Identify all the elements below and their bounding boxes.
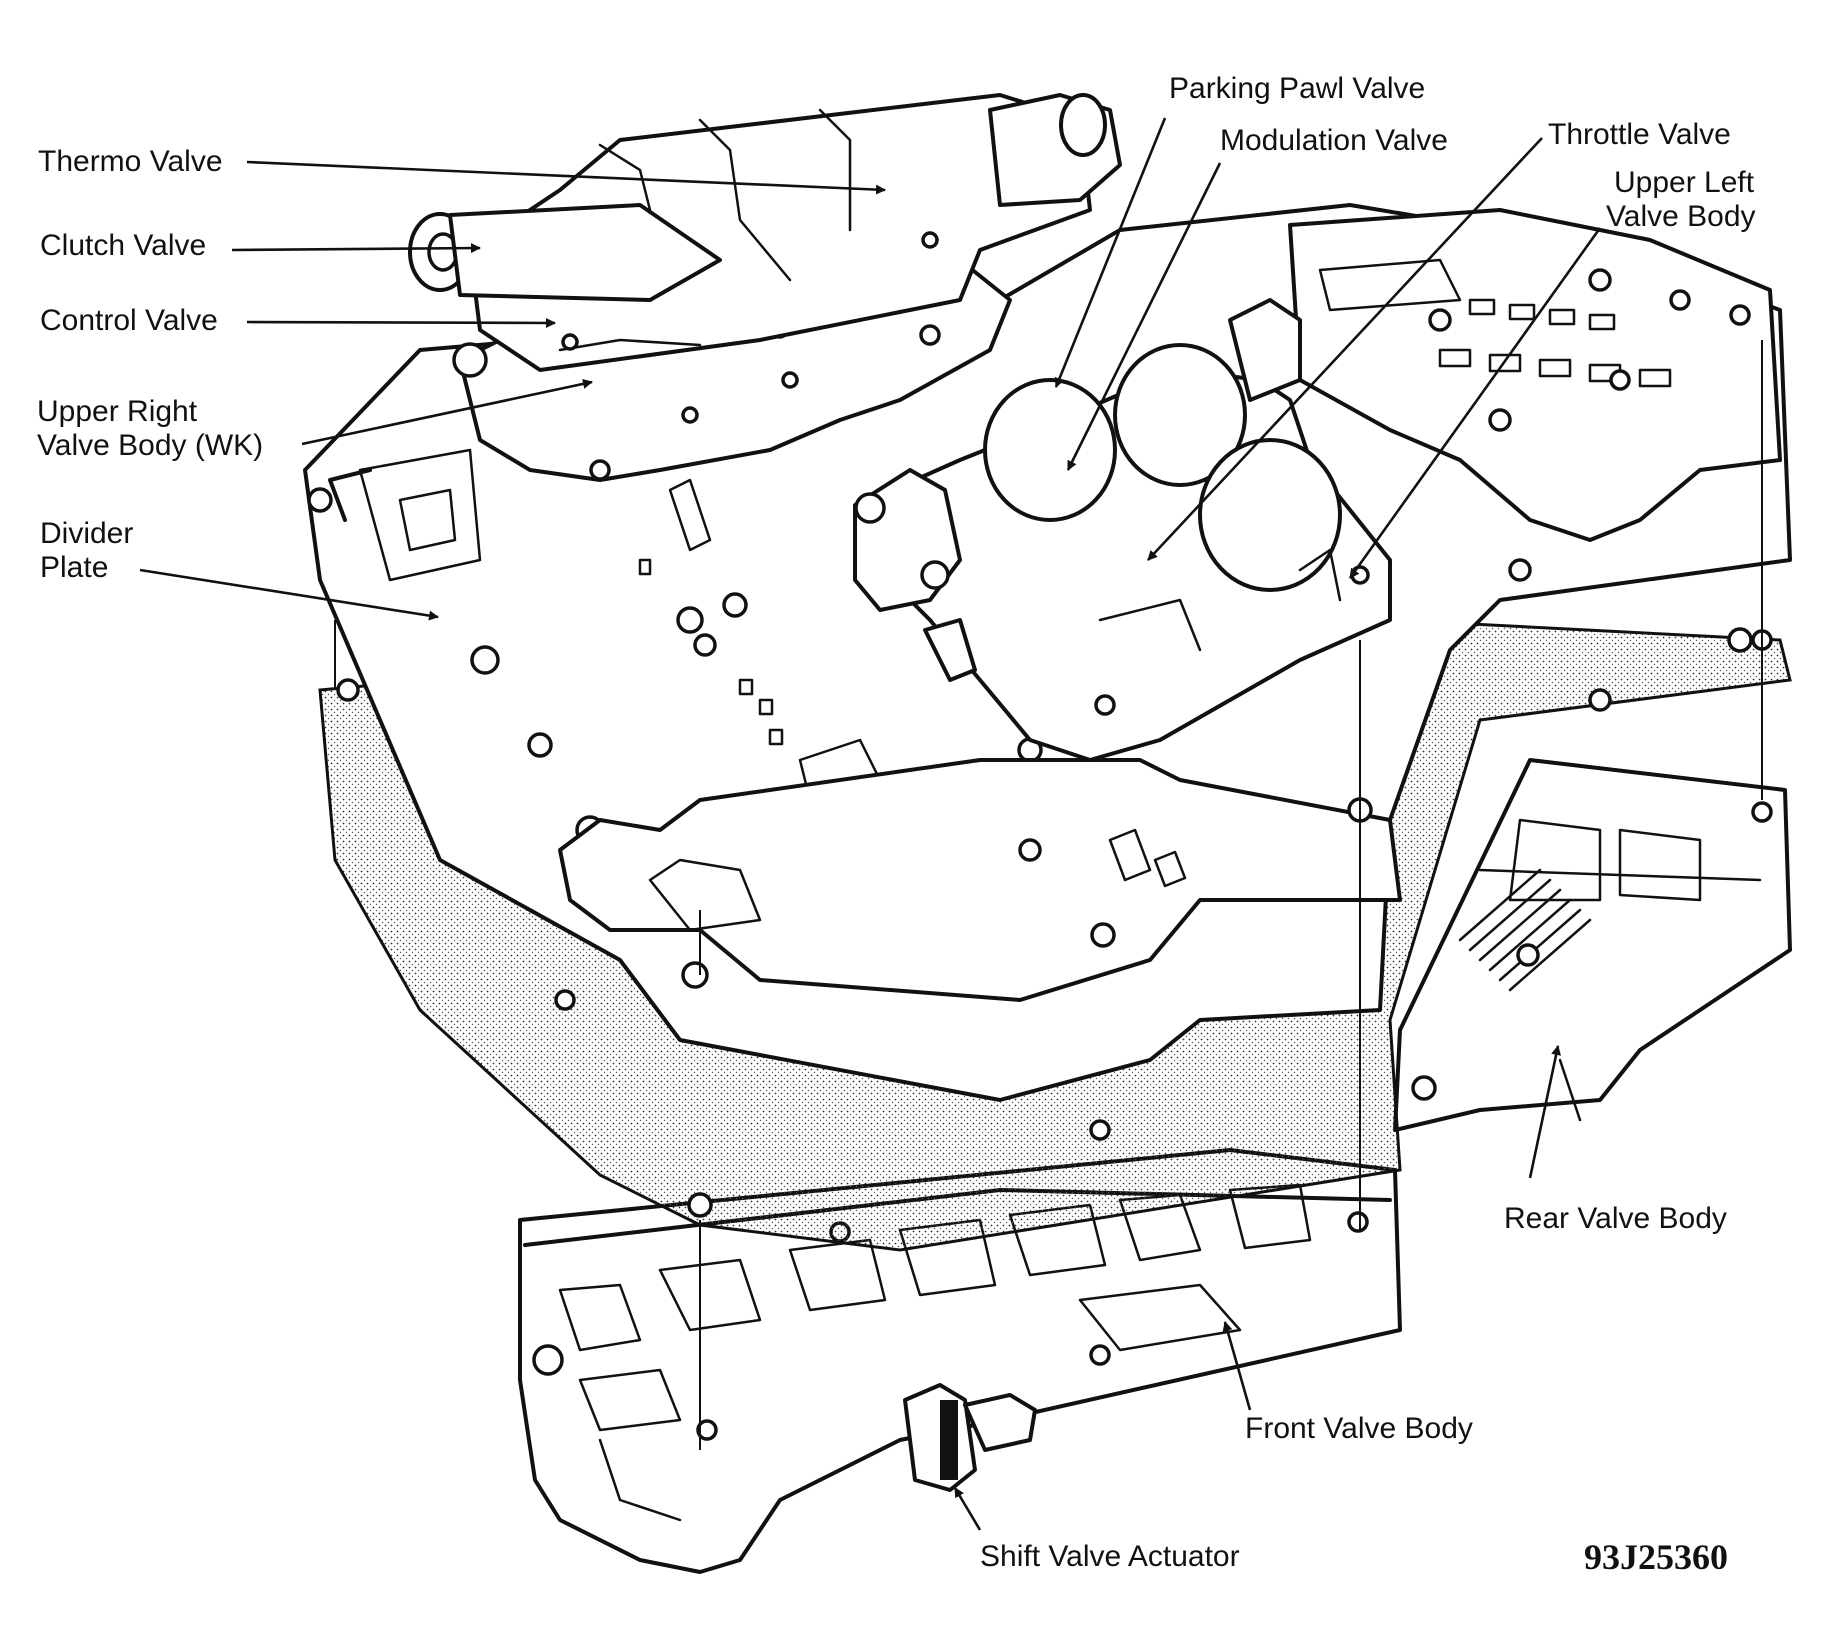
label-front-valve-body: Front Valve Body [1245,1412,1473,1445]
figure-id: 93J25360 [1584,1537,1728,1577]
label-throttle-valve: Throttle Valve [1548,118,1731,151]
leader-lines [139,117,1602,1531]
shift-valve-actuator-shape [903,1383,1037,1492]
label-divider-line1: Divider [40,517,134,550]
label-shift-valve-actuator: Shift Valve Actuator [980,1540,1240,1573]
rear-valve-body-shape [1393,758,1792,1132]
label-divider-line2: Plate [40,551,109,584]
label-parking-pawl-valve: Parking Pawl Valve [1169,72,1426,105]
alignment-pins [334,340,1763,1450]
label-rear-valve-body: Rear Valve Body [1504,1202,1727,1235]
label-upper-left-line2: Valve Body [1606,200,1756,233]
front-valve-body-shape [518,1148,1402,1574]
label-upper-right-line1: Upper Right [37,395,198,428]
upper-left-valve-body-shape [1288,208,1782,542]
label-clutch-valve: Clutch Valve [40,229,207,262]
upper-valves-housing [408,93,1122,389]
label-thermo-valve: Thermo Valve [38,145,223,178]
label-upper-left-line1: Upper Left [1614,166,1755,199]
center-valves-housing [853,298,1392,762]
label-control-valve: Control Valve [40,304,218,337]
lower-plate-shape [558,758,1402,1002]
label-upper-right-line2: Valve Body (WK) [37,429,264,462]
label-modulation-valve: Modulation Valve [1220,124,1448,157]
